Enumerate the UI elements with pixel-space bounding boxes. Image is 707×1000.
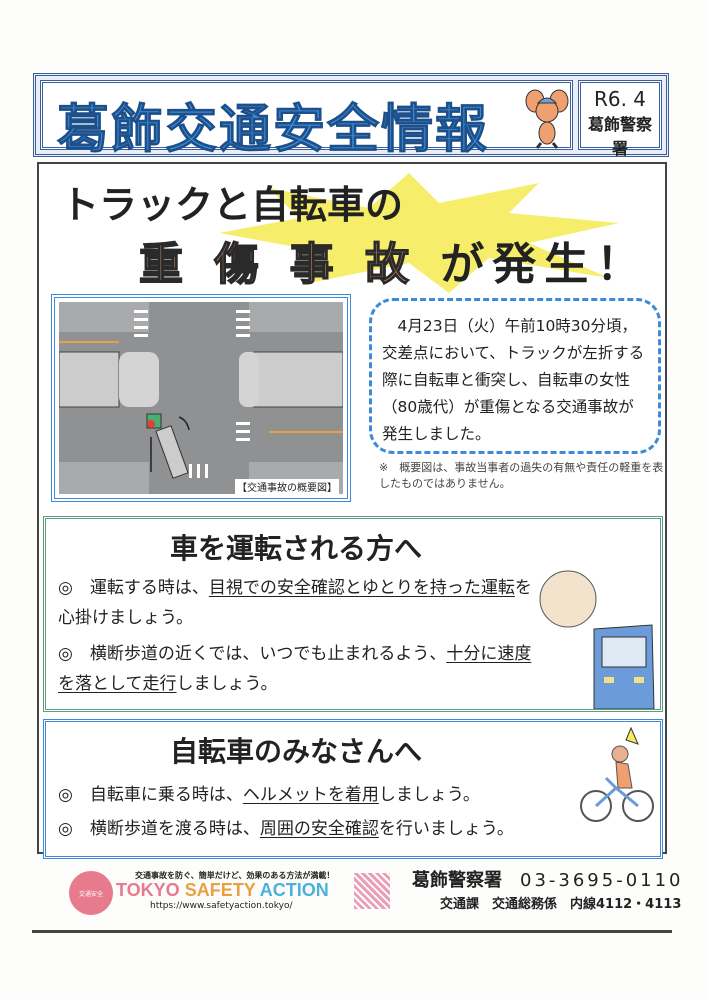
drivers-title: 車を運転される方へ	[169, 532, 422, 565]
contact-line: 葛飾警察署 03-3695-0110	[412, 866, 684, 892]
disclaimer-note: ※ 概要図は、事故当事者の過失の有無や責任の軽重を表したものではありません。	[379, 461, 664, 490]
cyclists-tip-2: ◎ 横断歩道を渡る時は、周囲の安全確認を行いましょう。	[58, 814, 638, 844]
headline-emphasis: 重 傷 事 故	[138, 238, 417, 291]
drivers-tip-1: ◎ 運転する時は、目視での安全確認とゆとりを持った運転を心掛けましょう。	[58, 573, 538, 633]
svg-text:交通安全: 交通安全	[79, 890, 103, 898]
tip-text: ◎ 横断歩道を渡る時は、	[58, 819, 260, 839]
accident-summary: 4月23日（火）午前10時30分頃，交差点において、トラックが左折する際に自転車…	[369, 298, 661, 454]
tip-text: を行いましょう。	[378, 819, 514, 839]
cyclist-illustration-icon	[580, 726, 654, 822]
police-badge-logo-icon: 交通安全	[69, 871, 113, 915]
issue-info: R6. 4 葛飾警察署	[578, 80, 662, 158]
title-box: 葛飾交通安全情報	[40, 80, 573, 161]
mascot-pipo-icon	[525, 89, 569, 149]
tip-text: しましょう。	[176, 674, 278, 694]
issuer-station: 葛飾警察署	[587, 115, 652, 158]
drivers-section: 車を運転される方へ ◎ 運転する時は、目視での安全確認とゆとりを持った運転を心掛…	[43, 516, 663, 712]
qr-code-icon[interactable]	[354, 873, 390, 909]
burst-shape	[219, 173, 619, 293]
tip-emphasis: ヘルメットを着用	[242, 785, 379, 805]
tsa-brand: TOKYO SAFETY ACTION	[116, 880, 329, 900]
tsa-url-link[interactable]: https://www.safetyaction.tokyo/	[150, 901, 293, 911]
diagram-caption: 【交通事故の概要図】	[235, 479, 339, 494]
contact-name: 葛飾警察署	[412, 870, 502, 891]
truck-driver-illustration-icon	[539, 570, 655, 709]
cyclists-section: 自転車のみなさんへ ◎ 自転車に乗る時は、ヘルメットを着用しましょう。 ◎ 横断…	[43, 719, 663, 859]
cyclists-tip-1: ◎ 自転車に乗る時は、ヘルメットを着用しましょう。	[58, 780, 618, 810]
page-title: 葛飾交通安全情報	[56, 100, 490, 161]
tip-text: しましょう。	[378, 785, 480, 805]
tip-text: ◎ 横断歩道の近くでは、いつでも止まれるよう、	[58, 644, 447, 664]
drivers-tip-2: ◎ 横断歩道の近くでは、いつでも止まれるよう、十分に速度を落として走行しましょう…	[58, 639, 538, 699]
headline-line1: トラックと自転車の	[61, 183, 404, 227]
intersection-diagram	[58, 302, 344, 494]
tip-emphasis: 周囲の安全確認	[259, 819, 379, 839]
tip-text: ◎ 自転車に乗る時は、	[58, 785, 243, 805]
headline-rest: が発生！	[440, 239, 649, 290]
tip-emphasis: 目視での安全確認とゆとりを持った運転	[208, 578, 515, 598]
issue-date: R6. 4	[593, 87, 647, 111]
cyclists-title: 自転車のみなさんへ	[169, 735, 422, 768]
tip-text: を心掛けましょう。	[58, 578, 532, 628]
tip-text: ◎ 運転する時は、	[58, 578, 209, 598]
tip-emphasis: 十分に速度を落として走行	[58, 644, 532, 694]
contact-phone: 03-3695-0110	[520, 870, 684, 891]
accident-diagram: 【交通事故の概要図】	[51, 294, 351, 502]
main-panel: トラックと自転車の 重 傷 事 故 が発生！ 【交通事故の概要図】 4月23日（…	[37, 162, 667, 859]
contact-department: 交通課 交通総務係 内線4112・4113	[440, 897, 682, 912]
tsa-tagline: 交通事故を防ぐ、簡単だけど、効果のある方法が満載！	[135, 871, 335, 880]
bottom-divider	[32, 930, 672, 933]
headline-line2: 重 傷 事 故 が発生！	[138, 228, 649, 292]
